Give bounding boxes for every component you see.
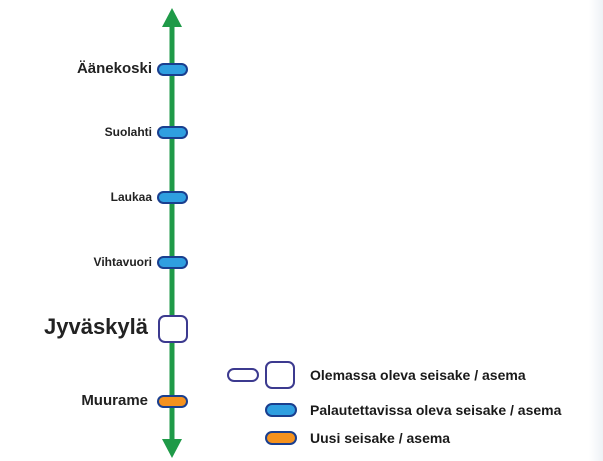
legend-new-label: Uusi seisake / asema	[310, 430, 451, 446]
north-arrow-icon	[162, 8, 182, 27]
station-label-muurame: Muurame	[81, 392, 148, 409]
legend-restorable-label: Palautettavissa oleva seisake / asema	[310, 402, 562, 418]
legend-new-icon	[265, 431, 297, 445]
station-marker-laukaa	[157, 191, 188, 204]
station-label-laukaa: Laukaa	[110, 190, 152, 204]
station-label-suolahti: Suolahti	[104, 125, 152, 139]
station-label-jyvaskyla: Jyväskylä	[44, 314, 148, 339]
station-marker-aanekoski	[157, 63, 188, 76]
station-marker-suolahti	[157, 126, 188, 139]
legend-existing-label: Olemassa oleva seisake / asema	[310, 367, 526, 383]
legend-existing-large-icon	[265, 361, 295, 389]
legend-restorable-icon	[265, 403, 297, 417]
station-marker-muurame	[157, 395, 188, 408]
station-label-vihtavuori: Vihtavuori	[93, 255, 152, 269]
station-marker-jyvaskyla	[158, 315, 188, 343]
station-marker-vihtavuori	[157, 256, 188, 269]
station-label-aanekoski: Äänekoski	[76, 60, 152, 77]
legend-existing-small-icon	[227, 368, 259, 382]
right-edge-shadow	[589, 0, 603, 461]
south-arrow-icon	[162, 439, 182, 458]
